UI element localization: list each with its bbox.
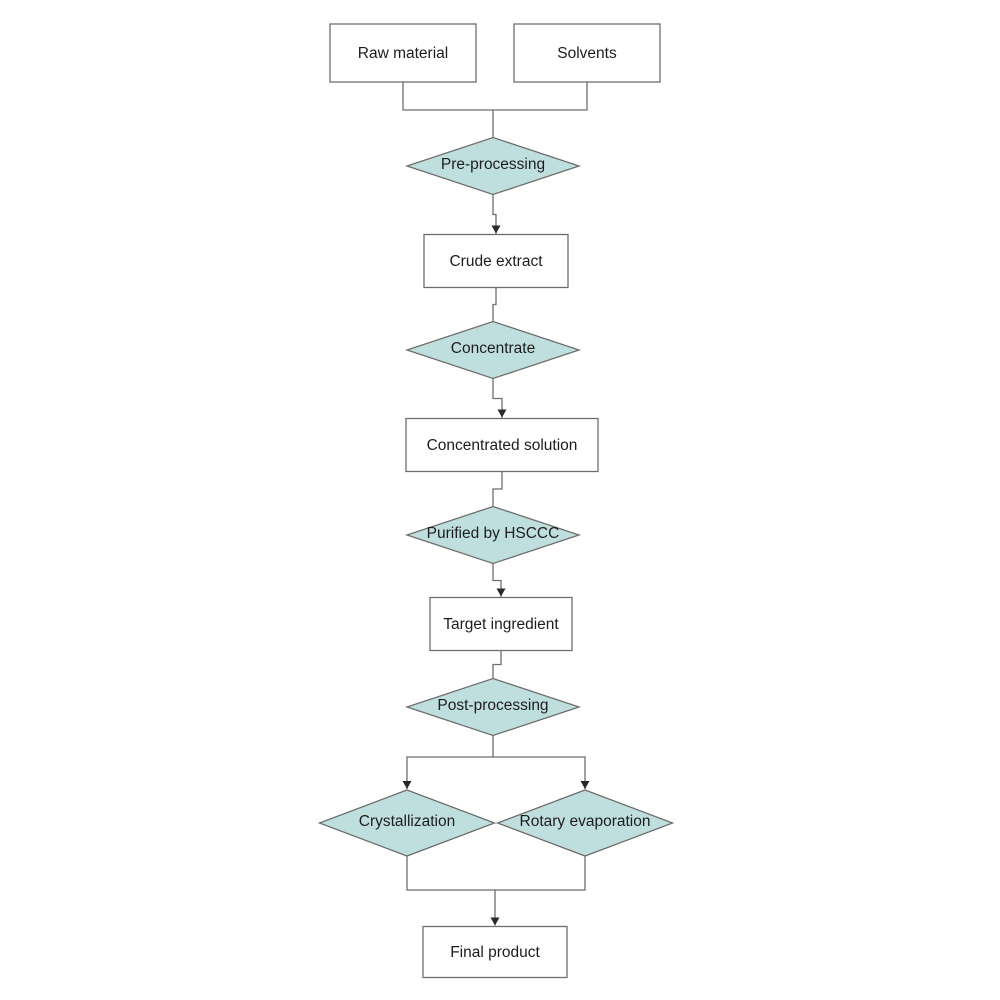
node-shape-diamond bbox=[404, 677, 582, 737]
node-shape-rect bbox=[329, 23, 477, 83]
node-shape-diamond bbox=[404, 320, 582, 380]
node-shape-diamond bbox=[404, 505, 582, 565]
arrow-head bbox=[490, 917, 500, 926]
node-shape-diamond bbox=[404, 136, 582, 196]
edge-pre-processing-to-crude-extract bbox=[492, 194, 497, 235]
node-label: Final product bbox=[450, 944, 540, 961]
node-shape-rect bbox=[429, 596, 573, 652]
node-label: Purified by HSCCC bbox=[427, 525, 560, 542]
node-rotary-evaporation[interactable]: Rotary evaporation bbox=[495, 789, 675, 857]
node-label: Concentrate bbox=[451, 340, 535, 357]
node-purified-by-hsccc[interactable]: Purified by HSCCC bbox=[404, 505, 582, 565]
arrow-head bbox=[491, 225, 501, 234]
edge-rotary-evaporation-to-final-product bbox=[495, 856, 586, 891]
node-label: Post-processing bbox=[437, 697, 548, 714]
edge-post-to-rotary-evaporation bbox=[493, 756, 586, 789]
node-target-ingredient[interactable]: Target ingredient bbox=[429, 596, 573, 652]
node-label: Solvents bbox=[557, 45, 617, 62]
edge-post-to-crystallization bbox=[406, 756, 493, 789]
arrow-head bbox=[497, 409, 507, 418]
node-final-product[interactable]: Final product bbox=[422, 925, 568, 979]
node-shape-rect bbox=[423, 233, 569, 289]
node-label: Pre-processing bbox=[441, 156, 545, 173]
node-label: Raw material bbox=[358, 45, 448, 62]
edge-crystallization-to-final-product bbox=[406, 856, 495, 891]
node-crude-extract[interactable]: Crude extract bbox=[423, 233, 569, 289]
node-label: Rotary evaporation bbox=[520, 813, 651, 830]
node-shape-rect bbox=[422, 925, 568, 979]
node-crystallization[interactable]: Crystallization bbox=[317, 789, 497, 857]
node-shape-rect bbox=[513, 23, 661, 83]
node-raw-material[interactable]: Raw material bbox=[329, 23, 477, 83]
arrow-head bbox=[496, 588, 506, 597]
edge-concentrated-solution-to-purified bbox=[492, 471, 503, 507]
node-pre-processing[interactable]: Pre-processing bbox=[404, 136, 582, 196]
node-label: Crystallization bbox=[359, 813, 455, 830]
edge-target-ingredient-to-post bbox=[492, 650, 502, 679]
arrow-head bbox=[402, 781, 412, 789]
edge-solvents-to-pre-processing bbox=[493, 82, 588, 111]
node-concentrated-solution[interactable]: Concentrated solution bbox=[405, 417, 599, 473]
node-concentrate[interactable]: Concentrate bbox=[404, 320, 582, 380]
edges-layer bbox=[402, 82, 590, 926]
nodes-layer: Raw material SolventsPre-processingCrude … bbox=[317, 23, 675, 979]
edge-crude-extract-to-concentrate bbox=[492, 287, 497, 322]
node-shape-diamond bbox=[495, 789, 675, 857]
node-label: Crude extract bbox=[449, 253, 543, 270]
arrow-head bbox=[580, 781, 590, 789]
node-solvents[interactable]: Solvents bbox=[513, 23, 661, 83]
node-label: Concentrated solution bbox=[427, 437, 578, 454]
node-label: Target ingredient bbox=[443, 616, 559, 633]
edge-raw-material-to-pre-processing bbox=[402, 82, 493, 111]
node-post-processing[interactable]: Post-processing bbox=[404, 677, 582, 737]
edge-concentrate-to-concentrated-solution bbox=[492, 378, 503, 419]
node-shape-diamond bbox=[317, 789, 497, 857]
node-shape-rect bbox=[405, 417, 599, 473]
